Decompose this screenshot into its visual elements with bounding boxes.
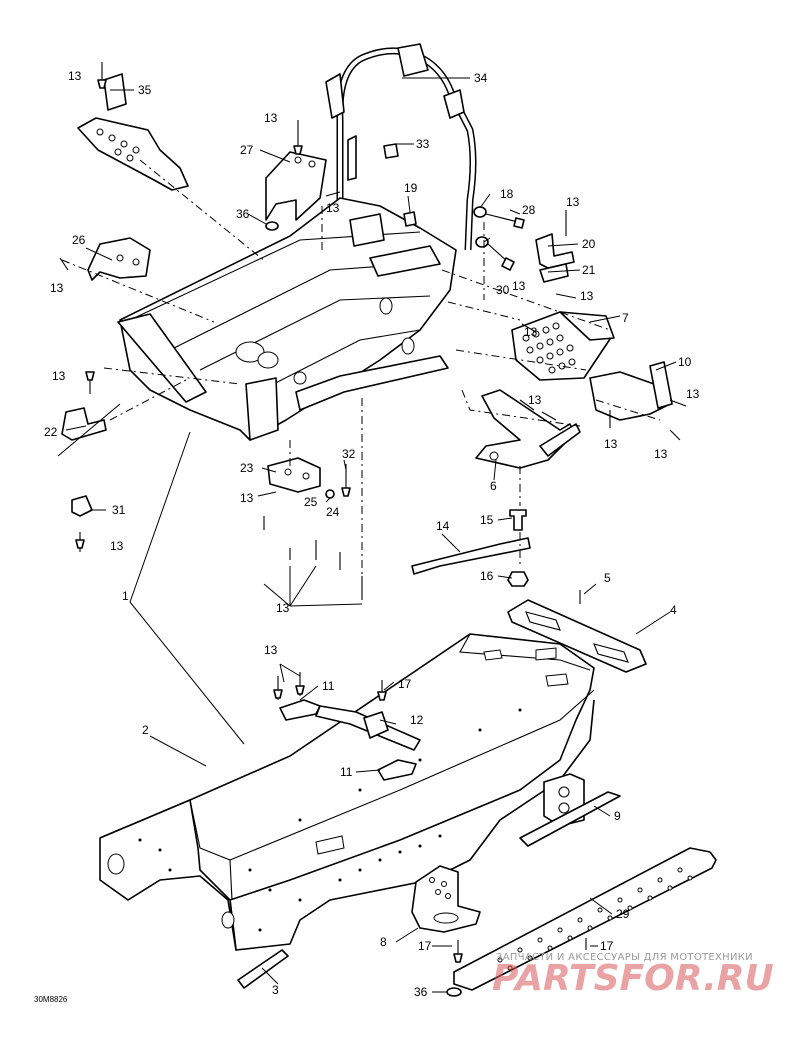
callout-20: 20	[582, 237, 596, 251]
part-31-clip[interactable]	[71, 495, 93, 517]
part-8-bracket[interactable]	[411, 865, 481, 933]
callout-13: 13	[68, 69, 82, 83]
callout-22: 22	[44, 425, 58, 439]
callout-13: 13	[264, 111, 278, 125]
watermark-brand: PARTSFOR.RU	[492, 958, 774, 999]
part-25-washer[interactable]	[325, 489, 335, 499]
callout-15: 15	[480, 513, 494, 527]
callout-1: 1	[122, 589, 129, 603]
callout-18: 18	[500, 187, 514, 201]
callout-13: 13	[512, 279, 526, 293]
callout-13: 13	[528, 393, 542, 407]
callout-12: 12	[410, 713, 424, 727]
callout-4: 4	[670, 603, 677, 617]
part-20-bracket[interactable]	[535, 233, 575, 269]
part-22-bracket[interactable]	[57, 403, 121, 457]
callout-13: 13	[264, 643, 278, 657]
part-14-strip[interactable]	[411, 537, 531, 575]
callout-23: 23	[240, 461, 254, 475]
part-21-clip[interactable]	[539, 263, 569, 283]
callout-34: 34	[474, 71, 488, 85]
part-15-screw[interactable]	[509, 509, 527, 531]
callout-13: 13	[110, 539, 124, 553]
part-9-angle-bracket[interactable]	[519, 773, 621, 847]
callout-21: 21	[582, 263, 596, 277]
callout-13: 13	[524, 325, 538, 339]
callout-26: 26	[72, 233, 86, 247]
callout-28: 28	[522, 203, 536, 217]
callout-13: 13	[654, 447, 668, 461]
part-23-bracket[interactable]	[267, 457, 321, 493]
callout-6: 6	[490, 479, 497, 493]
callout-17: 17	[398, 677, 412, 691]
part-12-cross-brace[interactable]	[315, 705, 421, 751]
callout-36: 36	[414, 985, 428, 999]
callout-16: 16	[480, 569, 494, 583]
callout-33: 33	[416, 137, 430, 151]
callout-32: 32	[342, 447, 356, 461]
callout-27: 27	[240, 143, 254, 157]
callout-11: 11	[340, 765, 353, 779]
part-10-bracket[interactable]	[589, 361, 673, 421]
part-36-washer-bottom[interactable]	[446, 987, 462, 997]
callout-13: 13	[50, 281, 64, 295]
part-7-perforated-bracket[interactable]	[511, 311, 615, 381]
upper-frame[interactable]	[117, 197, 457, 441]
callout-2: 2	[142, 723, 149, 737]
callout-13: 13	[52, 369, 66, 383]
callout-8: 8	[380, 935, 387, 949]
callout-9: 9	[614, 809, 621, 823]
callout-13: 13	[276, 601, 290, 615]
fasteners	[59, 62, 687, 963]
callout-17: 17	[418, 939, 432, 953]
part-4-plate[interactable]	[507, 599, 647, 673]
callout-14: 14	[436, 519, 450, 533]
part-6-bracket[interactable]	[475, 389, 581, 469]
callouts: 13 35 34 13 33 27 19 18 13 13 28 36 20 2…	[44, 69, 700, 999]
callout-10: 10	[678, 355, 692, 369]
callout-17: 17	[600, 939, 614, 953]
callout-3: 3	[272, 983, 279, 997]
part-34-steering-support[interactable]	[325, 43, 477, 251]
callout-7: 7	[622, 311, 629, 325]
callout-13: 13	[686, 387, 700, 401]
leader-lines	[65, 77, 677, 993]
callout-19: 19	[404, 181, 418, 195]
callout-13: 13	[326, 201, 340, 215]
callout-13: 13	[566, 195, 580, 209]
part-11-support-lower[interactable]	[377, 759, 417, 781]
part-11-support-upper[interactable]	[279, 699, 321, 721]
callout-24: 24	[326, 505, 340, 519]
part-27-cover[interactable]	[265, 151, 327, 221]
callout-13: 13	[580, 289, 594, 303]
callout-11: 11	[322, 679, 335, 693]
part-2-tunnel[interactable]	[99, 633, 595, 951]
callout-30: 30	[496, 283, 510, 297]
callout-36: 36	[236, 207, 250, 221]
part-26-plate[interactable]	[87, 237, 151, 281]
watermark-tagline: ЗАПЧАСТИ И АКСЕССУАРЫ ДЛЯ МОТОТЕХНИКИ	[496, 952, 753, 963]
part-16-nut[interactable]	[507, 571, 529, 587]
callout-35: 35	[138, 83, 152, 97]
assembly-lines	[61, 159, 661, 600]
part-29-running-board[interactable]	[453, 847, 717, 991]
callout-13: 13	[240, 491, 254, 505]
part-35-bracket[interactable]	[77, 73, 189, 191]
callout-13: 13	[604, 437, 618, 451]
callout-29: 29	[616, 907, 630, 921]
callout-5: 5	[604, 571, 611, 585]
drawing-code: 30M8826	[34, 995, 68, 1004]
callout-31: 31	[112, 503, 126, 517]
callout-25: 25	[304, 495, 318, 509]
